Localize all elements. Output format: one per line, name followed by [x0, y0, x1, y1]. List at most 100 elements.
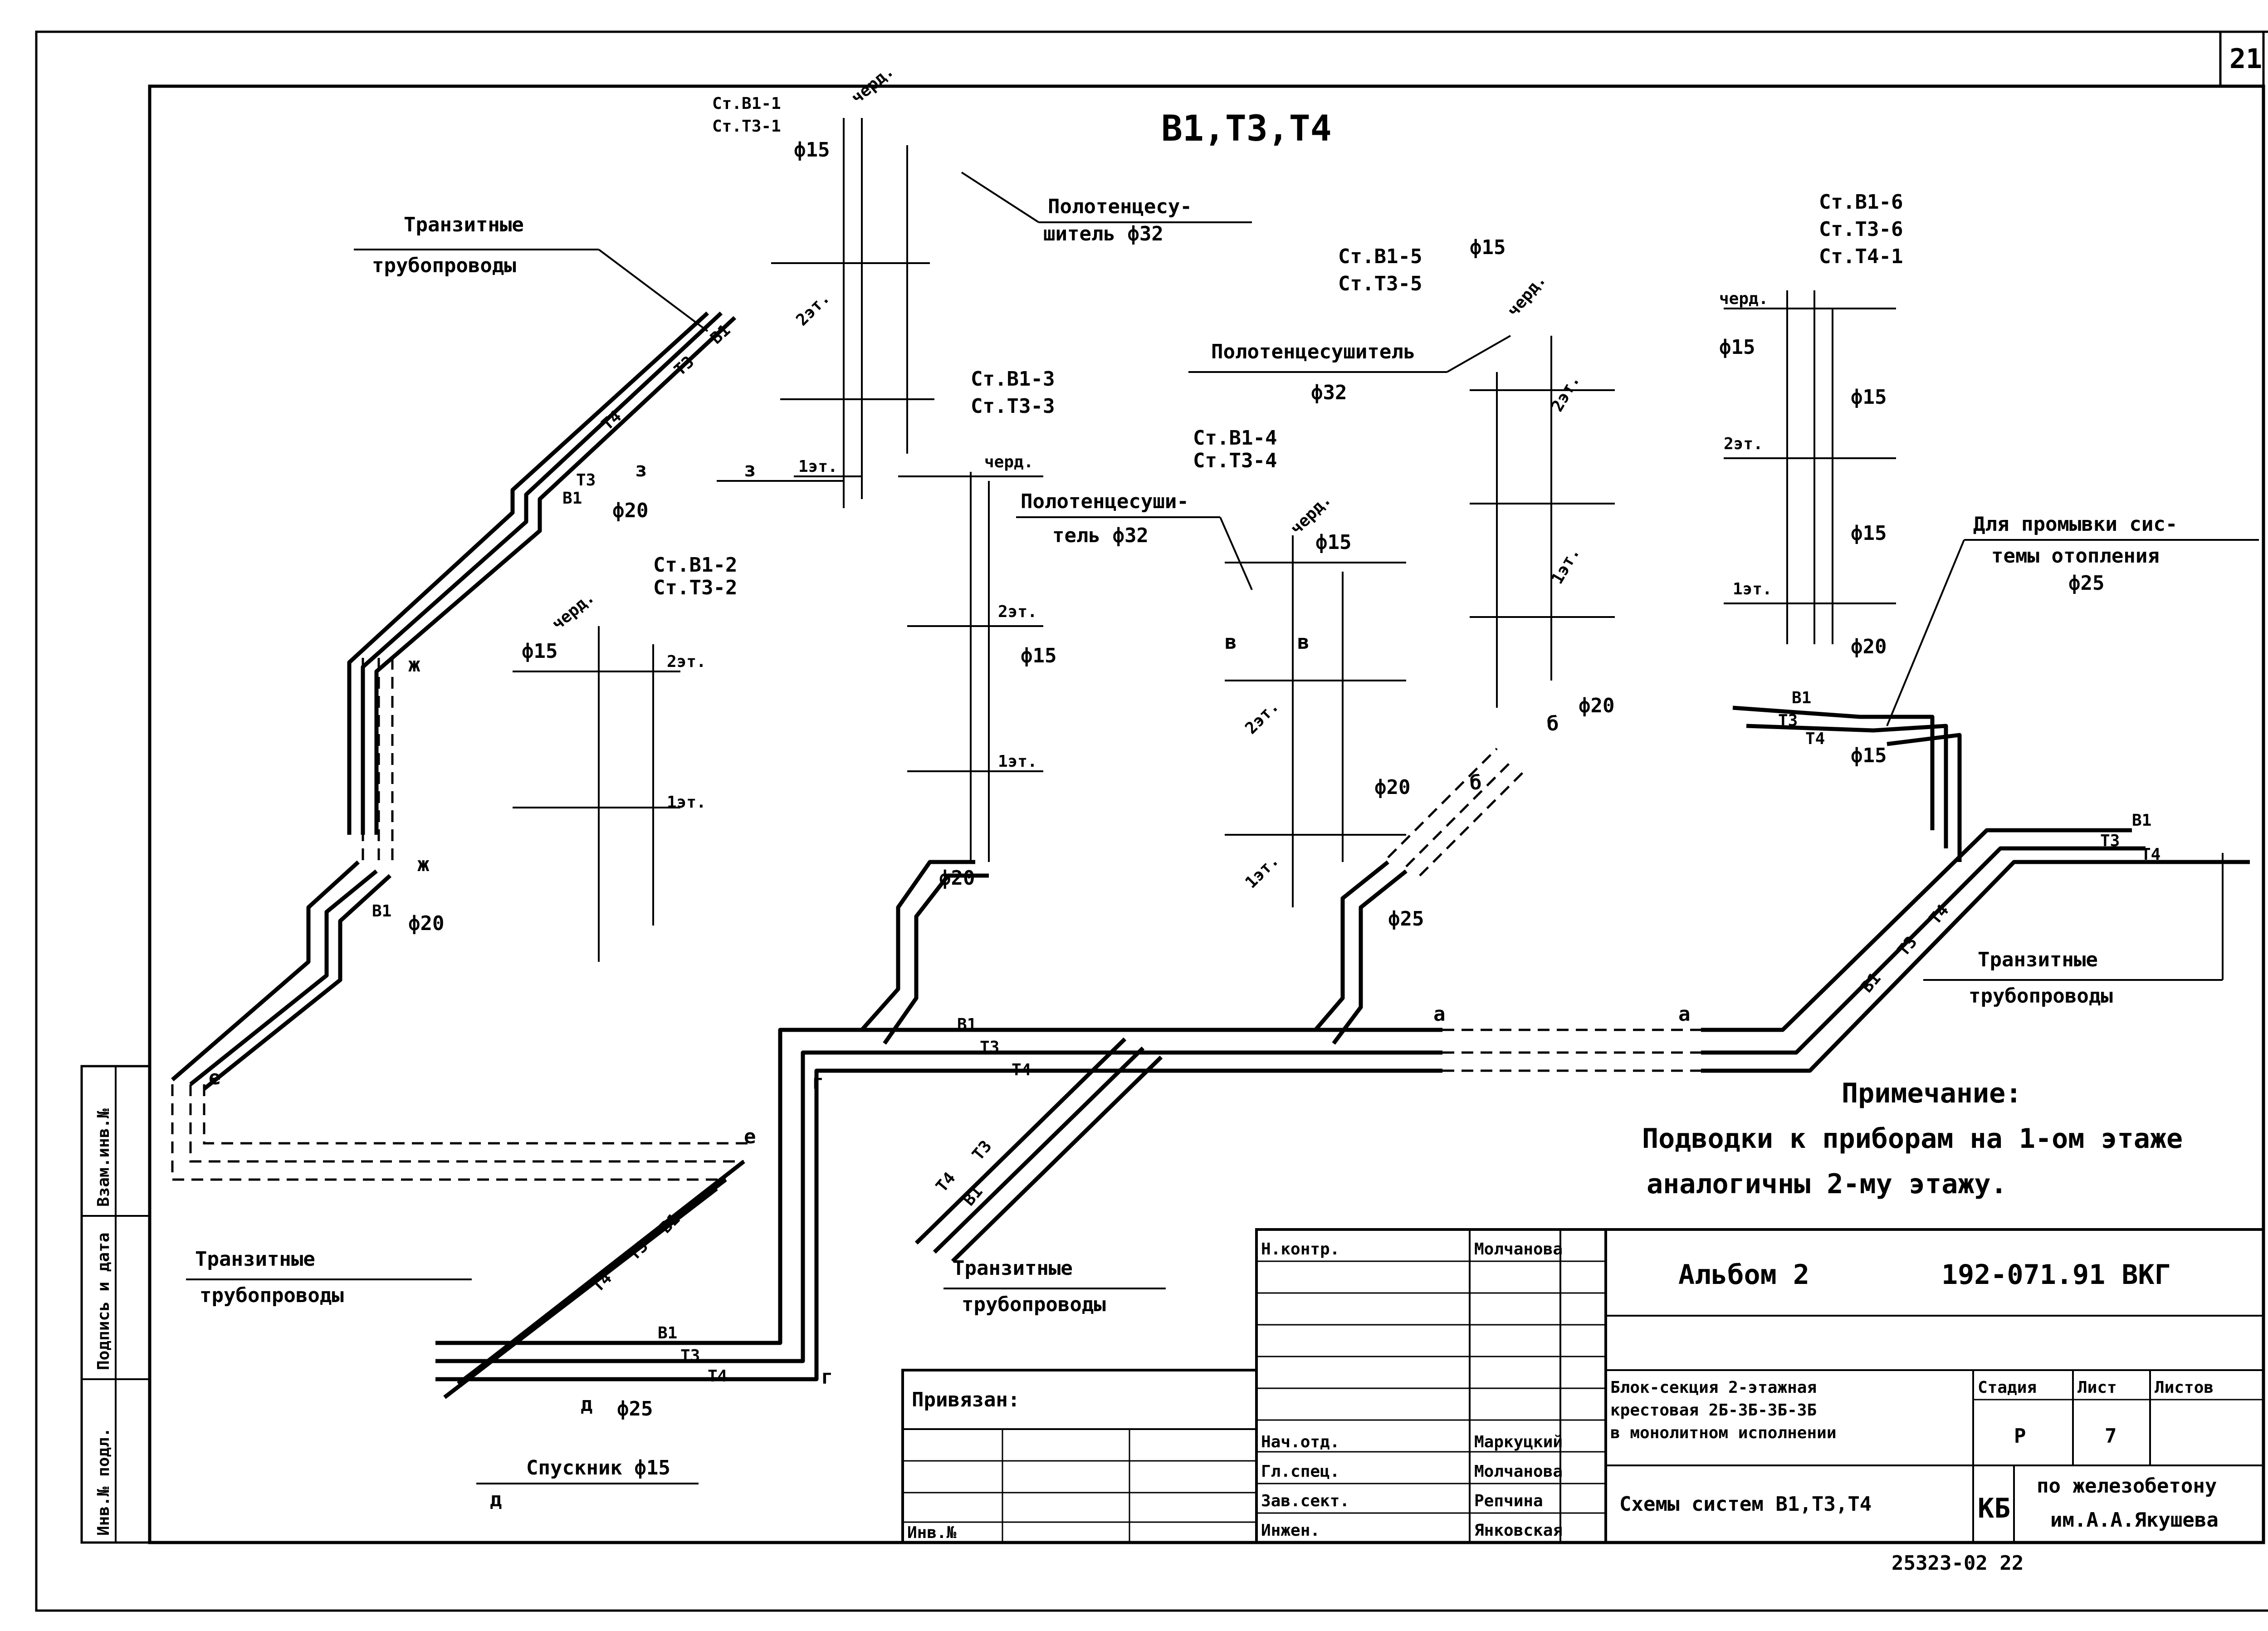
code-t3-j: Т3	[1778, 711, 1798, 730]
code-b1-i: В1	[2132, 811, 2151, 830]
code-b1-g: В1	[658, 1324, 677, 1342]
role-0: Н.контр.	[1261, 1240, 1339, 1259]
letter-zh-b: ж	[417, 853, 430, 876]
transit-label-d-2: трубопроводы	[200, 1284, 344, 1307]
code-b1-d: В1	[957, 1015, 977, 1034]
code-t4-g: Т4	[708, 1367, 727, 1386]
name-2: Молчанова	[1474, 1462, 1563, 1481]
floor-1-r2: 1эт.	[667, 793, 706, 812]
code-t3-h: Т3	[1894, 933, 1921, 960]
bound-label: Привязан:	[912, 1388, 1020, 1411]
d20-b: ф20	[408, 912, 444, 935]
floor-attic-r6: черд.	[1719, 289, 1768, 308]
riser-6-label-t3: Ст.Т3-6	[1819, 218, 1903, 241]
letter-a-a: а	[1433, 1003, 1446, 1026]
riser-1-label-b1: Ст.В1-1	[712, 94, 781, 113]
d15-r5: ф15	[1470, 236, 1505, 259]
floor-1-r1: 1эт.	[798, 457, 838, 476]
note-line-1: Подводки к приборам на 1-ом этаже	[1642, 1123, 2183, 1155]
side-stamp: Инв.№ подл. Подпись и дата Взам.инв.№	[80, 1065, 151, 1544]
code-b1-b: В1	[562, 489, 582, 508]
d25-a: ф25	[1388, 907, 1424, 931]
code-b1-h: В1	[1857, 969, 1884, 996]
description-line-2: крестовая 2Б-3Б-3Б-3Б	[1610, 1401, 1817, 1420]
transit-label-d-1: Транзитные	[195, 1248, 315, 1271]
floor-2-r6: 2эт.	[1724, 435, 1763, 453]
sheet-number-box	[2219, 30, 2265, 88]
code-b1-j: В1	[1792, 689, 1811, 707]
stamp-signature-date: Подпись и дата	[94, 1233, 113, 1370]
drain-label: Спускник ф15	[526, 1456, 670, 1479]
floor-1-r3: 1эт.	[998, 752, 1037, 771]
code-t3-i: Т3	[2100, 832, 2120, 850]
letter-b-a: б	[1470, 771, 1482, 794]
description-line-1: Блок-секция 2-этажная	[1610, 1378, 1817, 1397]
floor-2-r4: 2эт.	[1242, 697, 1282, 738]
code-t3-g: Т3	[680, 1347, 700, 1365]
transit-label-b-1: Транзитные	[1978, 948, 2098, 971]
name-1: Маркуцкий	[1474, 1433, 1563, 1451]
org-line-1: по железобетону	[2037, 1474, 2217, 1498]
letter-z-a: з	[635, 458, 647, 481]
towel-dryer-c-line2: тель ф32	[1052, 524, 1149, 547]
floor-attic-r2: черд.	[548, 588, 598, 634]
letter-d-b: д	[490, 1488, 502, 1511]
stage-header: Стадия	[1978, 1378, 2037, 1397]
code-t3-d: Т3	[980, 1038, 999, 1057]
letter-a-b: а	[1678, 1003, 1691, 1026]
transit-label-a-1: Транзитные	[404, 213, 524, 236]
riser-3-label-b1: Ст.В1-3	[971, 367, 1055, 391]
code-t4-i: Т4	[2141, 845, 2160, 864]
floor-2-r3: 2эт.	[998, 602, 1037, 621]
d15-r6b: ф15	[1851, 386, 1887, 409]
code-t3-b: Т3	[576, 471, 596, 490]
letter-v-a: в	[1225, 631, 1237, 654]
role-1: Нач.отд.	[1261, 1433, 1339, 1451]
d20-d: ф20	[1374, 776, 1410, 799]
note-line-2: аналогичны 2-му этажу.	[1647, 1168, 2007, 1200]
letter-b-b: б	[1547, 712, 1559, 735]
title-block	[901, 1228, 2265, 1544]
note-title: Примечание:	[1842, 1078, 2022, 1109]
letter-g-a: г	[812, 1071, 824, 1094]
flush-line-2: темы отопления	[1991, 544, 2160, 568]
code-t4-j: Т4	[1805, 730, 1825, 748]
sheets-header: Листов	[2155, 1378, 2214, 1397]
code-b1-c: В1	[372, 902, 391, 921]
towel-dryer-b-line2: ф32	[1311, 381, 1347, 404]
code-t4-h: Т4	[1926, 901, 1952, 928]
riser-lines	[598, 118, 1833, 962]
d15-r6c: ф15	[1851, 522, 1887, 545]
org-mark: КБ	[1978, 1493, 2010, 1524]
transit-label-c-1: Транзитные	[953, 1257, 1073, 1280]
riser-1-label-t3: Ст.Т3-1	[712, 117, 781, 136]
stage-value: Р	[2014, 1425, 2026, 1448]
album-label: Альбом 2	[1678, 1259, 1809, 1291]
d15-r1: ф15	[794, 138, 830, 162]
code-t3-e: Т3	[968, 1137, 995, 1164]
towel-dryer-a-line2: шитель ф32	[1043, 222, 1163, 245]
riser-2-label-b1: Ст.В1-2	[653, 553, 737, 577]
d20-e: ф20	[1579, 694, 1614, 717]
d20-a: ф20	[612, 499, 648, 522]
riser-6-label-t4: Ст.Т4-1	[1819, 245, 1903, 268]
d15-r3: ф15	[1021, 644, 1056, 667]
flush-line-3: ф25	[2068, 572, 2104, 595]
towel-dryer-b-line1: Полотенцесушитель	[1211, 340, 1415, 363]
floor-2-r5: 2эт.	[1548, 372, 1584, 415]
riser-4-label-b1: Ст.В1-4	[1193, 426, 1277, 450]
d20-c: ф20	[939, 867, 975, 890]
letter-g-b: г	[821, 1366, 833, 1389]
floor-attic-r1: черд.	[848, 62, 897, 108]
d15-r6d: ф15	[1851, 744, 1887, 767]
stamp-inv-original: Инв.№ подл.	[94, 1428, 113, 1536]
floor-attic-r5: черд.	[1504, 270, 1549, 320]
transit-label-c-2: трубопроводы	[962, 1293, 1106, 1316]
name-3: Репчина	[1474, 1492, 1543, 1510]
name-0: Молчанова	[1474, 1240, 1563, 1259]
letter-d-a: д	[581, 1393, 593, 1416]
description-line-3: в монолитном исполнении	[1610, 1424, 1837, 1442]
d15-r2: ф15	[522, 640, 557, 663]
org-line-2: им.А.А.Якушева	[2050, 1509, 2219, 1532]
